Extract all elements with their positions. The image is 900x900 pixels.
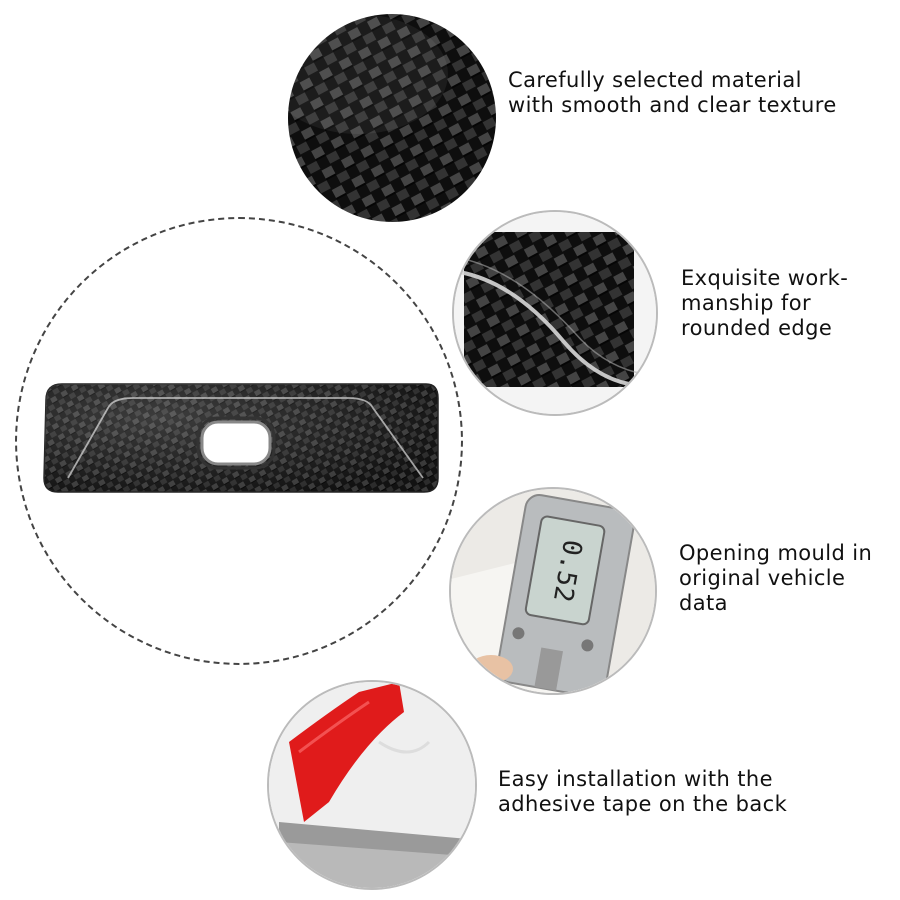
product-dashed-circle [15, 217, 463, 665]
feature-caption-installation: Easy installation with the adhesive tape… [498, 767, 788, 816]
feature-caption-material: Carefully selected material with smooth … [508, 68, 837, 117]
adhesive-tape-photo [267, 680, 477, 890]
feature-caption-workmanship: Exquisite work- manship for rounded edge [681, 266, 849, 340]
carbon-fiber-trim-panel [43, 383, 439, 493]
carbon-texture-closeup [288, 14, 496, 222]
caliper-measurement-photo: 0.52 [449, 487, 657, 695]
rounded-edge-closeup [452, 210, 658, 416]
feature-caption-mould: Opening mould in original vehicle data [679, 541, 873, 615]
